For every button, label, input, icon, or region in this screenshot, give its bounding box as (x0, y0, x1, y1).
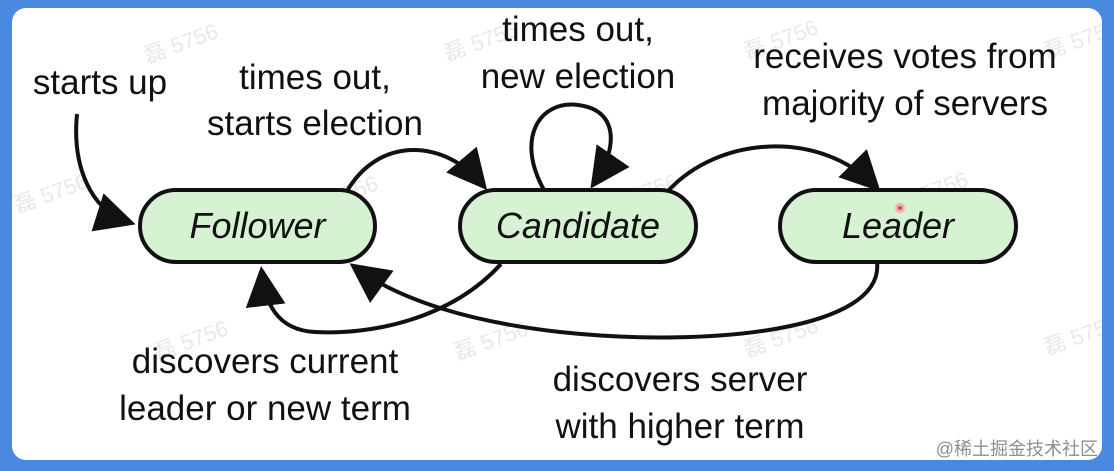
label-receives-votes-line2: majority of servers (762, 84, 1048, 123)
label-times-out-starts-election-line2: starts election (207, 104, 423, 143)
label-discovers-server-line1: discovers server (552, 360, 808, 399)
label-receives-votes-line1: receives votes from (753, 37, 1057, 76)
arrow-discovers-higher-term (349, 261, 880, 340)
brand-watermark: @稀土掘金技术社区 (935, 439, 1098, 459)
cursor-dot-center (898, 206, 902, 210)
state-leader-shape (778, 188, 1018, 264)
label-discovers-current-line1: discovers current (131, 342, 399, 381)
label-discovers-current-line2: leader or new term (119, 389, 411, 428)
label-times-out-new-election-line1: times out, (502, 10, 654, 49)
label-discovers-server-line2: with higher term (555, 407, 805, 446)
state-follower-shape (138, 188, 377, 264)
arrow-times-out-starts-election (345, 146, 488, 193)
state-leader-label: Leader (841, 205, 955, 246)
label-times-out-starts-election-line1: times out, (239, 58, 391, 97)
arrow-starts-up (74, 113, 136, 232)
arrow-receives-votes (666, 144, 881, 193)
label-times-out-new-election-line2: new election (480, 57, 676, 96)
arrow-discovers-current-leader (245, 262, 503, 335)
state-candidate-label: Candidate (495, 205, 661, 246)
state-follower-label: Follower (189, 205, 326, 246)
state-candidate-shape (458, 188, 698, 264)
arrow-times-out-new-election (529, 102, 630, 191)
label-starts-up: starts up (32, 63, 168, 102)
